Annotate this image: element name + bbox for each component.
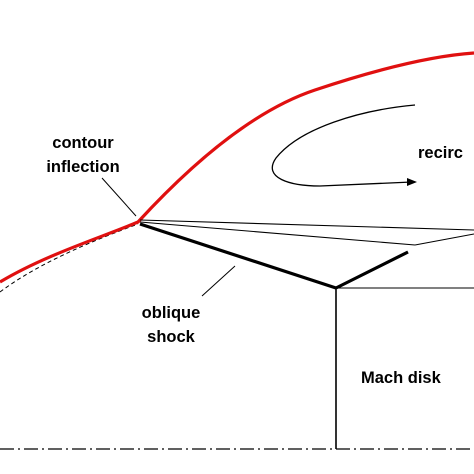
dashed-contour — [0, 223, 139, 293]
shear-layer-mid — [139, 221, 416, 246]
oblique-label-line1: oblique — [142, 304, 201, 322]
nozzle-contour — [0, 51, 474, 284]
contour-label-line2: inflection — [46, 158, 119, 176]
shear-layer-upper — [139, 219, 474, 231]
oblique-shock — [139, 222, 337, 290]
oblique-label-line2: shock — [147, 328, 196, 346]
reflected-shock — [335, 250, 409, 290]
mach-disk-label: Mach disk — [361, 369, 442, 387]
recirc-label: recirc — [418, 144, 463, 162]
contour-leader — [101, 177, 137, 217]
shear-layer-kink — [414, 233, 474, 246]
oblique-leader — [201, 265, 236, 297]
recirculation-swirl — [271, 104, 416, 187]
swirl-arrowhead — [407, 178, 417, 186]
contour-label-line1: contour — [52, 134, 114, 152]
